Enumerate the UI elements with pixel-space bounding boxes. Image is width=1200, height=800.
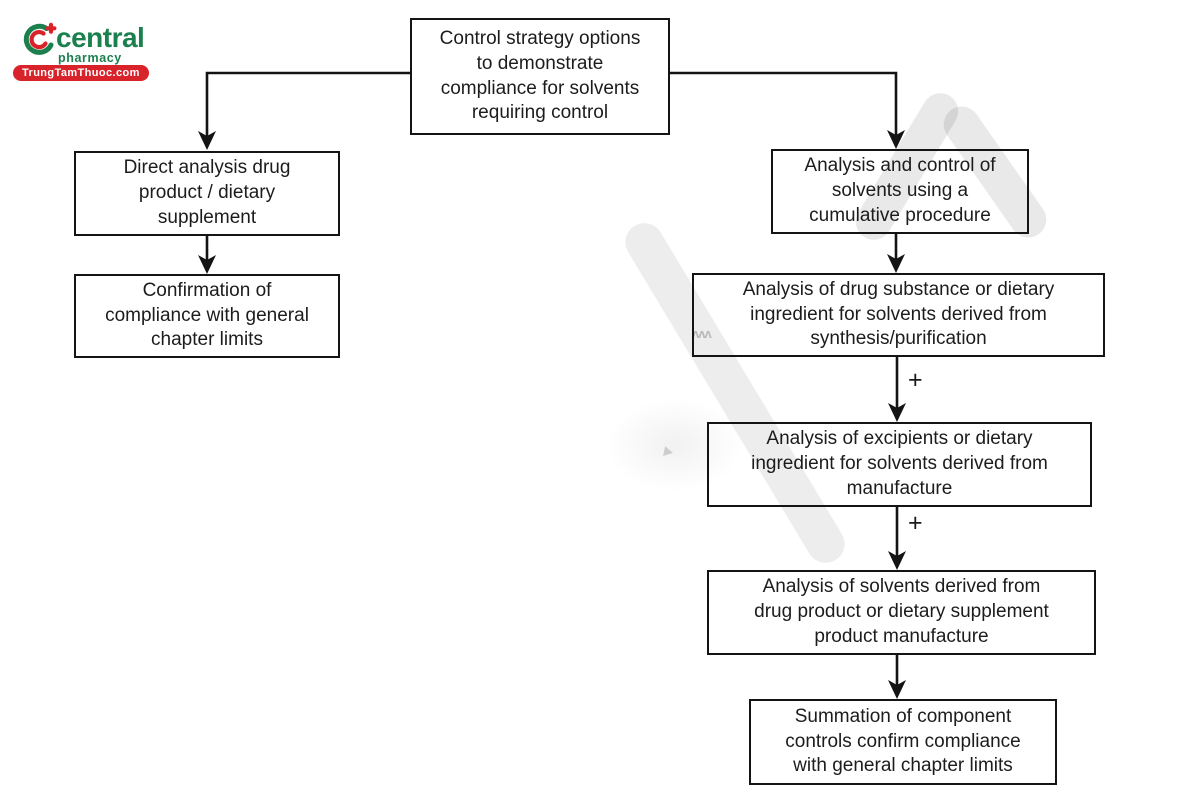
flow-box-direct-analysis: Direct analysis drug product / dietary s… (74, 151, 340, 236)
flow-box-summation-controls: Summation of component controls confirm … (749, 699, 1057, 785)
arrowhead-icon (887, 130, 905, 149)
logo-sub-text: pharmacy (58, 51, 122, 65)
watermark-squiggle: ʌʌʌ (692, 326, 712, 341)
watermark-blob (580, 380, 770, 510)
plus-operator-1: + (908, 366, 923, 394)
central-pharmacy-logo-icon (23, 22, 57, 55)
arrowhead-icon (888, 680, 906, 699)
arrowhead-icon (198, 255, 216, 274)
flow-box-excipients-analysis: Analysis of excipients or dietary ingred… (707, 422, 1092, 507)
logo-site-badge: TrungTamThuoc.com (13, 65, 149, 81)
arrowhead-icon (888, 551, 906, 570)
flow-box-control-strategy: Control strategy options to demonstrate … (410, 18, 670, 135)
brand-logo: central pharmacy TrungTamThuoc.com (0, 0, 160, 95)
flow-box-drug-substance-analysis: Analysis of drug substance or dietary in… (692, 273, 1105, 357)
arrowhead-icon (887, 254, 905, 273)
arrowhead-icon (888, 403, 906, 422)
flow-box-cumulative-procedure: Analysis and control of solvents using a… (771, 149, 1029, 234)
connector-root-to-left (205, 71, 410, 140)
logo-brand-text: central (56, 22, 145, 53)
arrowhead-icon (198, 131, 216, 150)
plus-operator-2: + (908, 509, 923, 537)
connector-root-to-right (670, 71, 898, 139)
flow-box-confirmation-compliance: Confirmation of compliance with general … (74, 274, 340, 358)
flow-box-product-manufacture-analysis: Analysis of solvents derived from drug p… (707, 570, 1096, 655)
